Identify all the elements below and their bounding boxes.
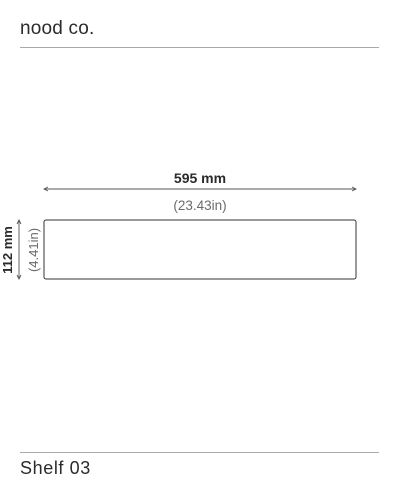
width-dimension-line [42,186,358,192]
footer-divider [20,452,379,453]
height-inch-label: (4.41in) [26,228,41,272]
product-name: Shelf 03 [20,458,91,478]
height-dimension-line [16,218,22,281]
width-inch-label: (23.43in) [173,198,226,213]
header-divider [20,47,379,48]
shelf-outline [43,219,357,280]
width-mm-label: 595 mm [174,170,226,186]
brand-logo: nood co. [20,18,95,39]
height-mm-label: 112 mm [0,226,15,274]
